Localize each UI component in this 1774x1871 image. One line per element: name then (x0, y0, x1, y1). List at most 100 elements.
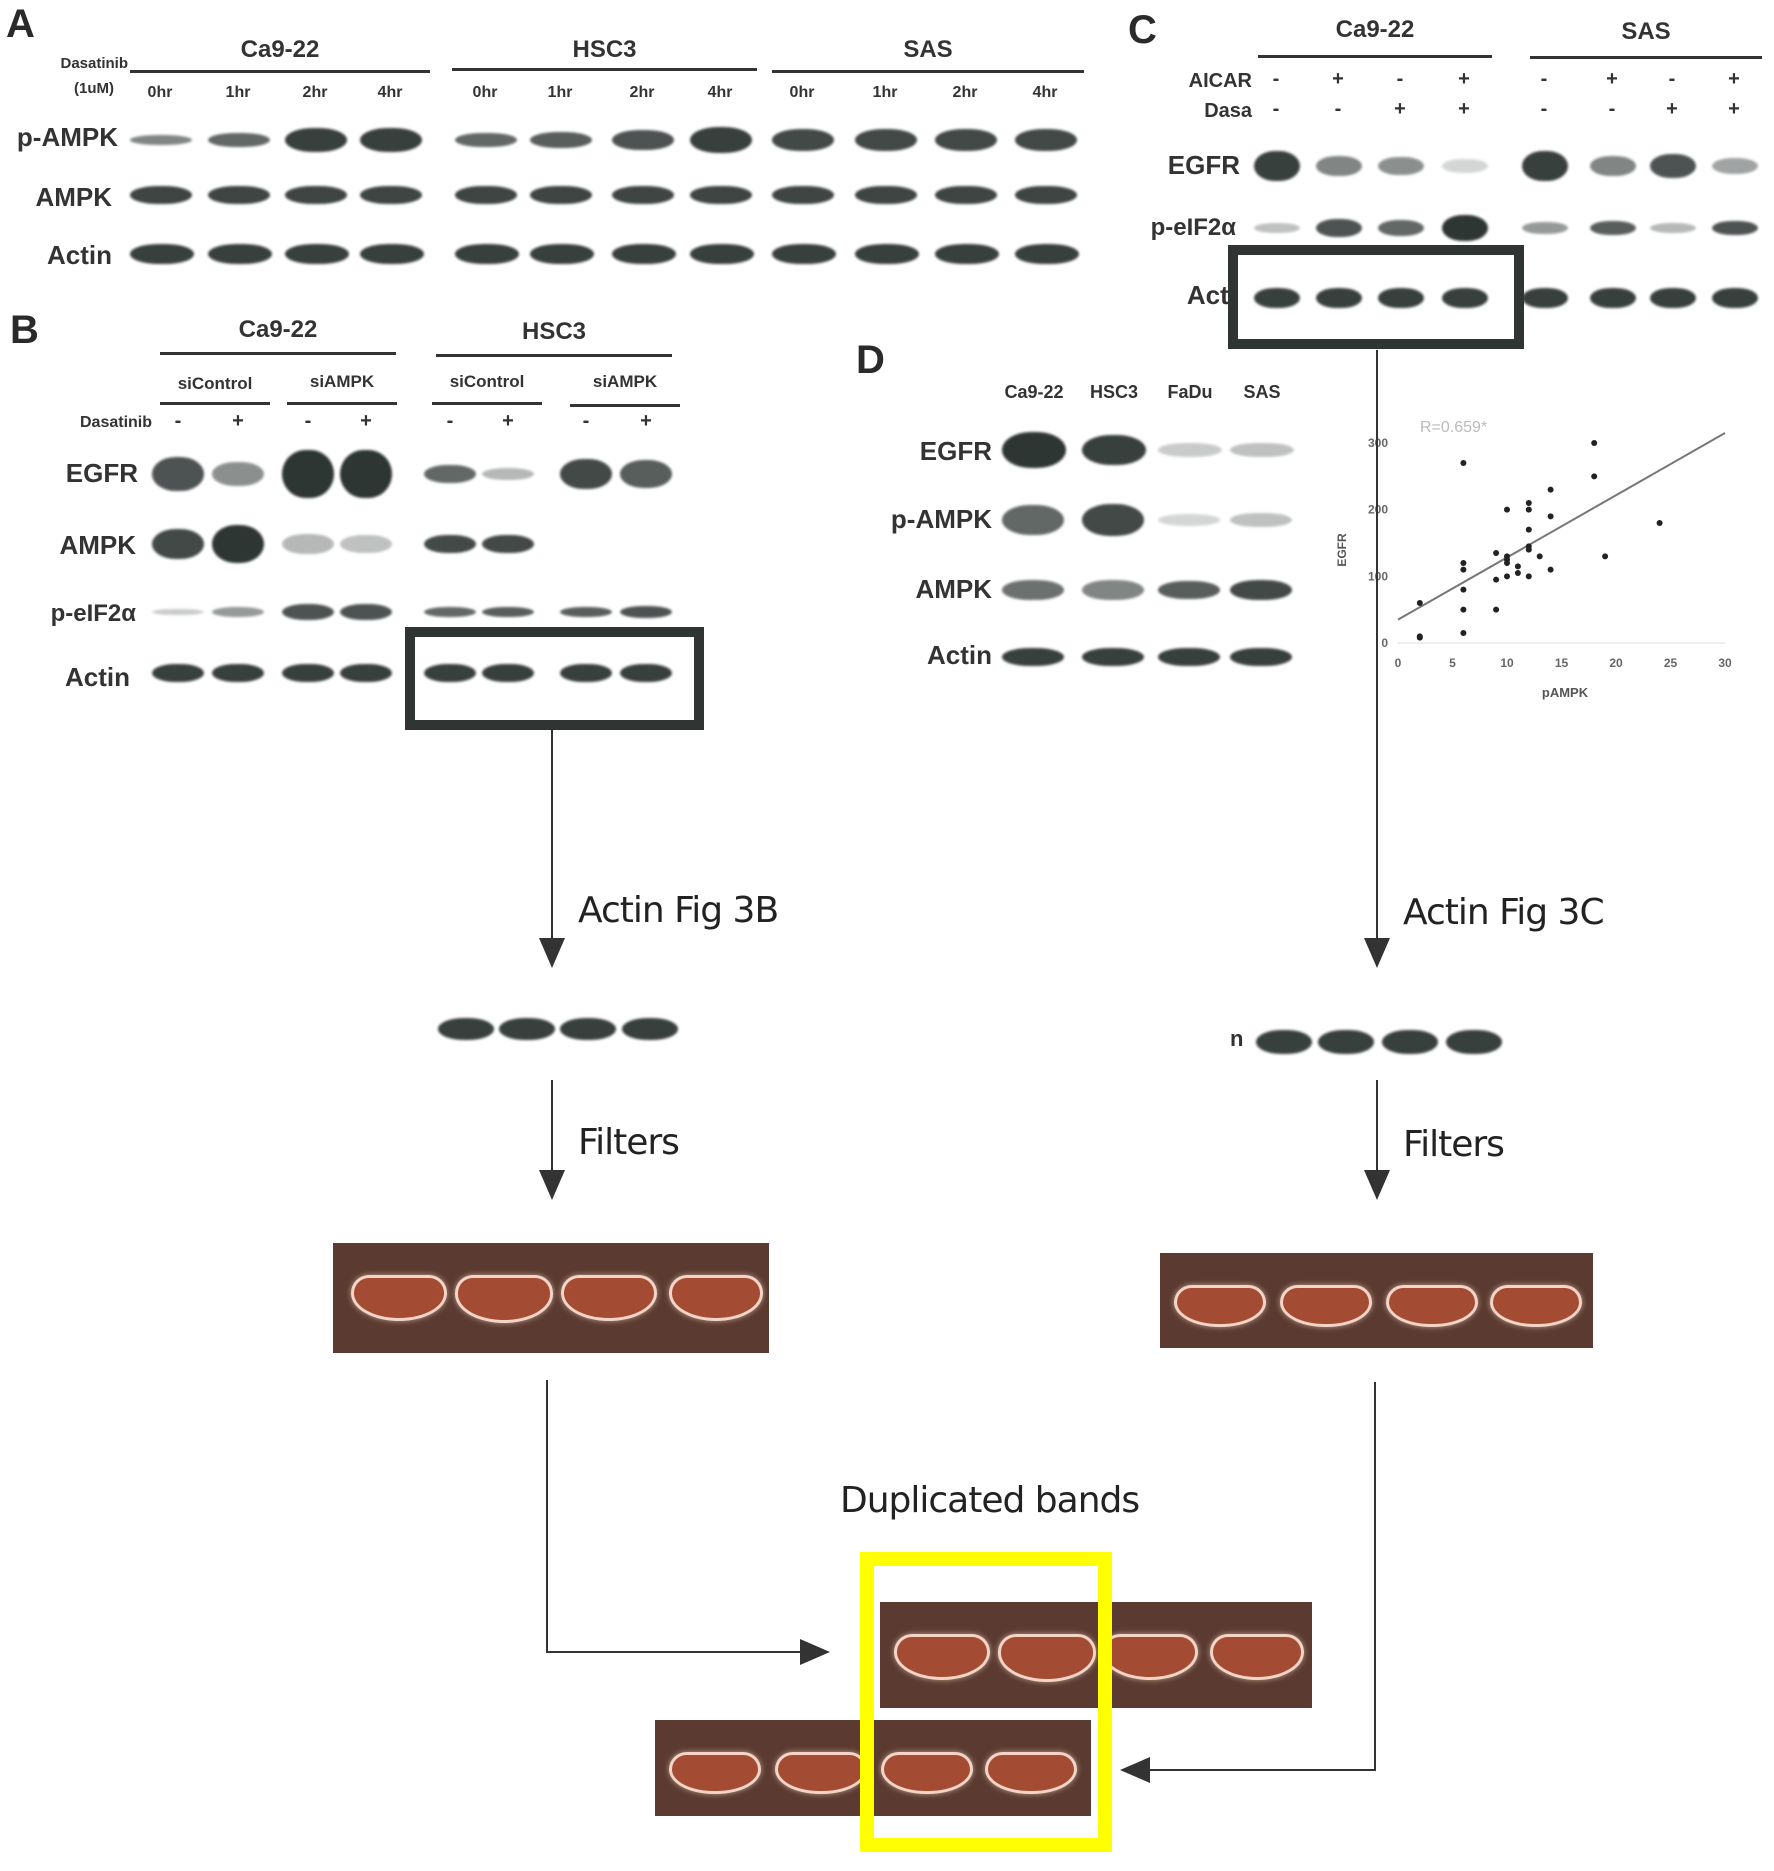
blot-band (285, 186, 347, 204)
blot-band (620, 460, 672, 488)
panel-c-aicar-sign: - (1272, 68, 1280, 90)
panel-d-letter: D (856, 338, 885, 382)
scatter-point (1460, 566, 1467, 573)
blot-band (285, 128, 347, 152)
blot-band (455, 133, 517, 147)
blot-band (772, 244, 836, 264)
panel-a-rule-ca9-22 (130, 70, 430, 73)
scatter-point (1416, 634, 1423, 641)
blot-band (772, 186, 834, 204)
blot-band (560, 459, 612, 489)
panel-b-treatment-label: Dasatinib (79, 414, 152, 431)
blot-band (1256, 1030, 1312, 1054)
blot-band (1230, 580, 1292, 600)
panel-c-rule-ca9-22 (1258, 55, 1492, 58)
blot-band (455, 244, 519, 264)
scatter-point (1504, 560, 1510, 566)
filtered-band (1174, 1285, 1266, 1327)
panel-b-group-hsc3: HSC3 (521, 318, 587, 345)
blot-band (1650, 288, 1696, 308)
blot-band (1712, 158, 1758, 174)
blot-band (935, 244, 999, 264)
right-arrow-down-icon-1 (1364, 938, 1390, 968)
blot-band (1015, 129, 1077, 151)
filtered-band (1280, 1285, 1372, 1327)
blot-band (1002, 580, 1064, 600)
panel-c-group-sas: SAS (1621, 18, 1671, 45)
panel-a-treatment-label: Dasatinib (60, 55, 128, 72)
scatter-point (1591, 440, 1598, 446)
filtered-band (1102, 1634, 1198, 1680)
filtered-band (894, 1634, 990, 1680)
blot-band (424, 607, 476, 617)
blot-band (1650, 223, 1696, 233)
filtered-band (351, 1275, 447, 1321)
left-connector-line-1 (551, 730, 553, 958)
blot-band (482, 664, 534, 682)
panel-d-scatter-plot: R=0.659* pAMPK EGFR 05101520253001002003… (1335, 419, 1732, 700)
panel-d-row-egfr: EGFR (919, 436, 992, 466)
blot-band (1650, 154, 1696, 178)
scatter-point (1591, 473, 1598, 480)
scatter-point (1493, 606, 1500, 613)
panel-a-group-ca9-22: Ca9-22 (240, 36, 320, 63)
panel-b-siampk-2: siAMPK (592, 372, 658, 391)
blot-band (208, 244, 272, 264)
blot-band (1316, 219, 1362, 237)
scatter-point (1493, 550, 1500, 556)
panel-c-dasa-sign: - (1272, 98, 1280, 120)
blot-band (1522, 288, 1568, 308)
filtered-band (455, 1275, 553, 1323)
blot-band (1590, 156, 1636, 176)
scatter-point (1525, 546, 1532, 553)
blot-band (340, 450, 392, 498)
panel-a-row-actin: Actin (47, 240, 112, 270)
blot-band (1082, 648, 1144, 666)
panel-a-concentration-label: (1uM) (74, 80, 114, 97)
panel-c-aicar-sign: - (1540, 68, 1548, 90)
blot-band (935, 129, 997, 151)
scatter-point (1460, 460, 1467, 466)
left-filtered-strip (333, 1243, 769, 1353)
blot-band (1442, 159, 1488, 173)
panel-b-dasatinib-sign: + (502, 410, 514, 432)
panel-d-lane-label: Ca9-22 (1004, 382, 1064, 402)
panel-b-rule-ca9-22 (160, 352, 396, 355)
panel-b-rule-sicontrol-2 (432, 402, 542, 405)
blot-band (212, 607, 264, 617)
blot-band (424, 664, 476, 682)
panel-c-rule-sas (1530, 56, 1762, 59)
left-connector-line-2 (551, 1080, 553, 1180)
right-connector-line-2 (1376, 1080, 1378, 1180)
panel-b-row-p-eif2a: p-eIF2α (50, 600, 136, 627)
panel-b-rule-siampk-1 (287, 402, 397, 405)
blot-band (560, 664, 612, 682)
blot-band (438, 1018, 494, 1040)
scatter-point (1514, 570, 1521, 576)
panel-a-lane-label: 4hr (707, 84, 733, 101)
panel-a-row-p-ampk: p-AMPK (16, 122, 118, 152)
panel-b-row-ampk: AMPK (59, 530, 136, 560)
blot-band (1158, 648, 1220, 666)
filtered-band (561, 1275, 657, 1321)
panel-c-aicar-sign: + (1458, 68, 1470, 90)
blot-band (622, 1018, 678, 1040)
panel-c-aicar-sign: + (1728, 68, 1740, 90)
right-connector-line-1 (1376, 350, 1378, 958)
blot-band (482, 535, 534, 553)
duplicated-bands-highlight-box (860, 1552, 1112, 1852)
panel-b-sicontrol-2: siControl (449, 372, 525, 391)
blot-band (1522, 222, 1568, 234)
blot-band (530, 186, 592, 204)
blot-band (1316, 156, 1362, 176)
blot-band (424, 465, 476, 483)
right-label-actin-fig-3c: Actin Fig 3C (1403, 892, 1605, 933)
panel-b-dasatinib-sign: + (232, 410, 244, 432)
panel-a-lane-label: 4hr (377, 84, 403, 101)
filtered-band (775, 1752, 867, 1794)
panel-a-lane-label: 1hr (547, 84, 573, 101)
scatter-x-tick-label: 20 (1609, 656, 1623, 670)
scatter-x-tick-label: 15 (1555, 656, 1569, 670)
filtered-band (1386, 1285, 1478, 1327)
blot-band (1254, 288, 1300, 308)
